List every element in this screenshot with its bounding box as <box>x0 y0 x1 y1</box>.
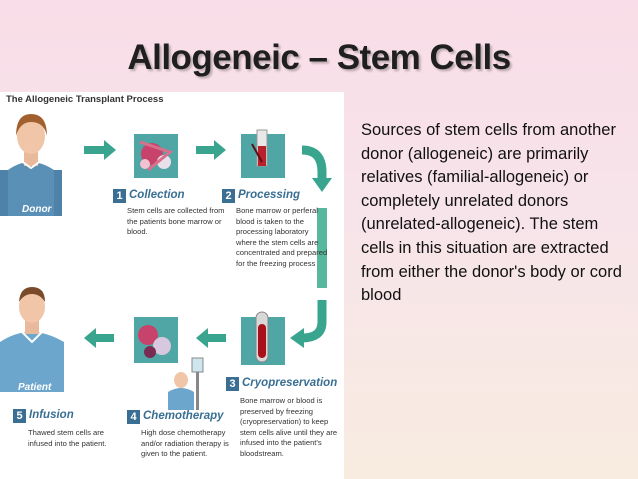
arrow-down-line <box>317 208 327 288</box>
step-2-title: Processing <box>238 189 300 201</box>
step-5-number: 5 <box>13 409 26 423</box>
step-3-description: Bone marrow or blood is preserved by fre… <box>240 396 338 458</box>
step-2-number: 2 <box>222 189 235 203</box>
arrow-right-1 <box>84 140 116 160</box>
step-3-number: 3 <box>226 377 239 391</box>
arrow-left-1 <box>196 328 226 348</box>
step-5-title: Infusion <box>29 409 74 421</box>
arrow-left-2 <box>84 328 114 348</box>
patient-illustration <box>0 287 64 392</box>
step-1-description: Stem cells are collected from the patien… <box>127 206 225 236</box>
patient-label: Patient <box>18 382 52 393</box>
transplant-process-figure: The Allogeneic Transplant Process <box>0 92 344 479</box>
step-4-number: 4 <box>127 410 140 424</box>
step-2-description: Bone marrow or perferal blood is taken t… <box>236 206 328 268</box>
step-1-title: Collection <box>129 189 185 201</box>
donor-label: Donor <box>22 204 52 215</box>
donor-illustration <box>0 114 62 216</box>
slide-body-text: Sources of stem cells from another donor… <box>361 121 622 305</box>
step-5-description: Thawed stem cells are infused into the p… <box>28 428 107 448</box>
figure-title: The Allogeneic Transplant Process <box>6 94 164 105</box>
step-3-title: Cryopreservation <box>242 377 338 389</box>
arrow-right-2 <box>196 140 226 160</box>
figure-illustration <box>0 114 332 410</box>
slide-title: Allogeneic – Stem Cells <box>127 38 511 77</box>
chemotherapy-patient-illustration <box>168 357 204 410</box>
step-4-title: Chemotherapy <box>143 410 224 422</box>
step-1-number: 1 <box>113 189 126 203</box>
step-4-description: High dose chemotherapy and/or radiation … <box>141 428 229 458</box>
